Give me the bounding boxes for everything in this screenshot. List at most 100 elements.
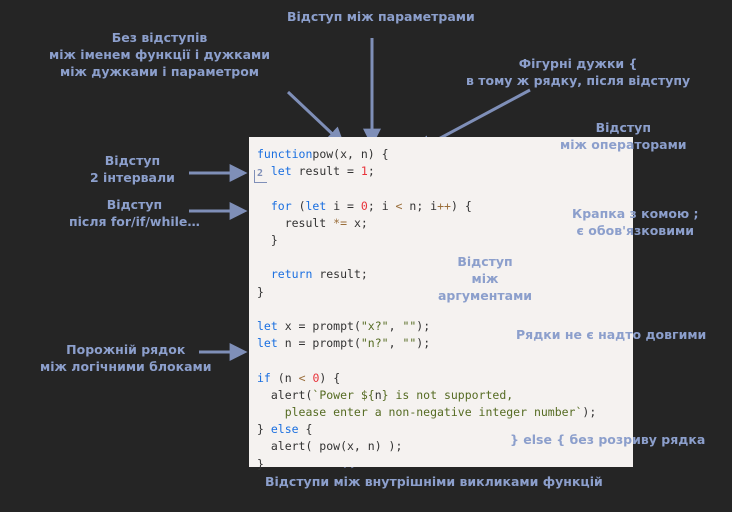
code-token: } is not supported, [381, 387, 514, 402]
code-token: alert( pow(x, n) ); [257, 439, 403, 454]
code-token: , [388, 319, 403, 334]
code-token: ++ [437, 198, 451, 213]
code-token: "" [402, 319, 417, 334]
code-token: ; [367, 164, 375, 179]
code-token: result; [312, 267, 368, 282]
code-line [257, 352, 596, 369]
code-panel: functionpow(x, n) { let result = 1; for … [249, 137, 633, 471]
label-empty-line-line2: між логічними блоками [40, 359, 212, 374]
code-line: } else { [257, 421, 596, 438]
code-line [257, 301, 596, 318]
label-args: Відступ між аргументами [438, 253, 532, 304]
code-line [257, 249, 596, 266]
code-token: 1 [360, 164, 368, 179]
code-token: pow(x, n) { [312, 147, 389, 161]
code-token: (n [270, 370, 299, 385]
code-token: n; i [402, 198, 438, 213]
code-line: functionpow(x, n) { [257, 146, 596, 163]
code-token: let [270, 164, 292, 179]
code-token: x; [347, 215, 368, 230]
label-semicolon-line2: є обов'язковими [576, 223, 694, 238]
label-else: } else { без розриву рядка [510, 432, 706, 447]
label-after-for-line1: Відступ [106, 197, 163, 212]
code-token: ) { [319, 370, 341, 385]
code-block: functionpow(x, n) { let result = 1; for … [257, 146, 596, 473]
label-no-spaces-line3: між дужками і параметром [60, 64, 260, 79]
code-line [257, 180, 596, 197]
code-line: let x = prompt("x?", ""); [257, 318, 596, 335]
code-token: { [298, 422, 313, 437]
label-indent: Відступ 2 інтервали [90, 152, 175, 186]
label-param-spacing: Відступ між параметрами [287, 9, 475, 24]
code-line: } [257, 232, 596, 249]
code-token: result [257, 215, 334, 230]
indent-marker-number: 2 [257, 168, 264, 179]
code-token: 0 [312, 370, 320, 385]
code-token: , [388, 336, 403, 351]
code-token: *= [333, 215, 348, 230]
code-line: result *= x; [257, 215, 596, 232]
code-line: please enter a non-negative integer numb… [257, 404, 597, 421]
code-token: "" [402, 336, 417, 351]
label-indent-line2: 2 інтервали [90, 170, 175, 185]
code-token: ); [416, 336, 431, 351]
code-line: return result; [257, 266, 596, 283]
code-token [257, 199, 271, 213]
code-token: ) { [450, 198, 472, 213]
code-token: } [257, 284, 264, 299]
code-token: if [257, 370, 271, 385]
indent-marker-icon [254, 170, 267, 183]
label-operators-line1: Відступ [595, 120, 651, 135]
code-token: "x?" [360, 319, 389, 334]
code-token: return [270, 267, 313, 282]
code-token: 0 [360, 198, 368, 213]
code-token: please enter a non-negative integer numb… [257, 405, 583, 420]
code-token: function [257, 147, 313, 161]
label-operators: Відступ між операторами [560, 119, 687, 153]
label-indent-line1: Відступ [104, 153, 161, 168]
code-token: ( [291, 198, 306, 213]
code-line: alert( pow(x, n) ); [257, 438, 596, 455]
code-token: `Power ${ [312, 387, 375, 402]
code-token: let [305, 198, 327, 213]
code-line: } [257, 456, 596, 473]
code-token: } [257, 233, 278, 248]
code-line: for (let i = 0; i < n; i++) { [257, 198, 596, 215]
code-token: let [257, 336, 278, 351]
code-token: else [270, 422, 299, 437]
label-nested-calls: Відступи між внутрішніми викликами функц… [265, 474, 603, 489]
code-token: ); [582, 405, 597, 420]
code-token: < [298, 370, 306, 385]
code-line: let result = 1; [257, 163, 596, 180]
code-token: for [270, 198, 292, 213]
code-line: let n = prompt("n?", ""); [257, 335, 596, 352]
code-line: if (n < 0) { [257, 370, 596, 387]
code-token: < [395, 198, 403, 213]
label-operators-line2: між операторами [560, 137, 687, 152]
label-long-lines: Рядки не є надто довгими [516, 327, 707, 342]
label-after-for-line2: після for/if/while… [69, 214, 200, 229]
label-no-spaces-line2: між іменем функції і дужками [49, 47, 271, 62]
label-braces: Фігурні дужки { в тому ж рядку, після ві… [466, 55, 690, 89]
code-token: n [374, 387, 382, 402]
code-token: "n?" [360, 336, 389, 351]
code-token: i = [326, 198, 361, 213]
code-line: alert(`Power ${n} is not supported, [257, 387, 596, 404]
arrow-no-spaces [286, 90, 345, 146]
code-token: let [257, 319, 278, 334]
code-token: result = [291, 164, 361, 179]
label-args-line1: Відступ [457, 254, 513, 269]
code-token: ); [416, 319, 431, 334]
code-token: x = prompt( [277, 319, 361, 334]
label-after-for: Відступ після for/if/while… [69, 196, 200, 230]
code-token: } [257, 456, 264, 471]
code-token [257, 267, 271, 281]
code-line: } [257, 284, 596, 301]
label-braces-line2: в тому ж рядку, після відступу [466, 73, 691, 88]
label-braces-line1: Фігурні дужки { [518, 56, 638, 71]
label-semicolon: Крапка з комою ; є обов'язковими [572, 205, 699, 239]
label-no-spaces-line1: Без відступів [111, 30, 208, 45]
label-empty-line-line1: Порожній рядок [66, 342, 186, 357]
code-token: ; i [367, 198, 396, 213]
code-token: alert( [257, 387, 313, 402]
